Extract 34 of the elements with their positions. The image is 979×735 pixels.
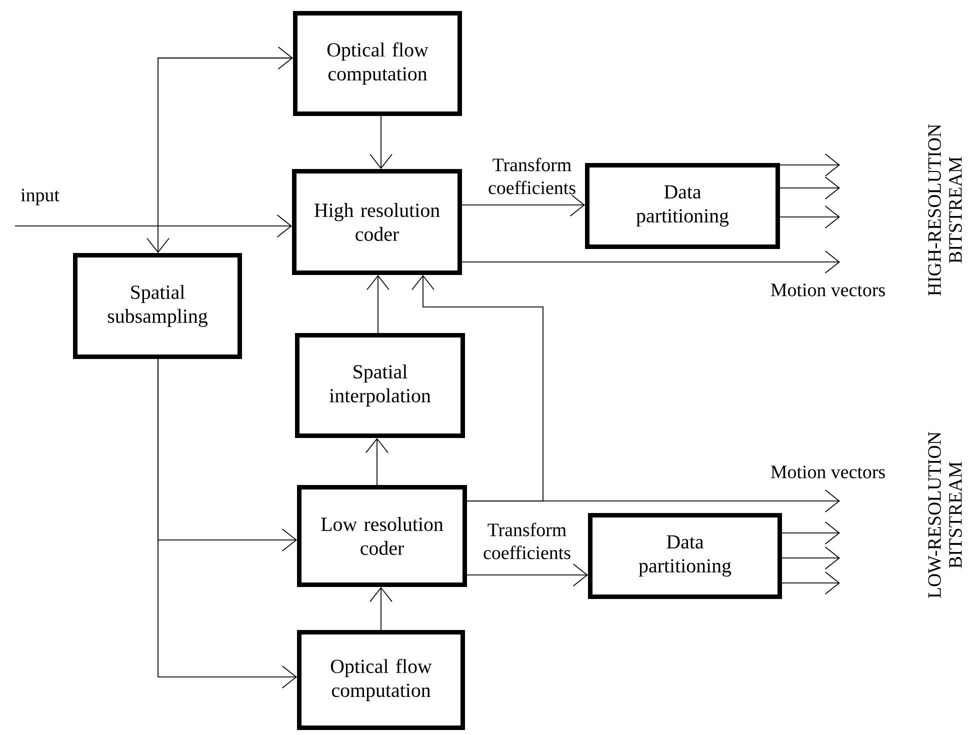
edge-label: input	[20, 188, 60, 206]
arrow	[780, 154, 840, 176]
arrow	[782, 546, 840, 570]
arrow	[782, 572, 840, 594]
process-box: Spatial subsampling	[73, 252, 242, 359]
process-box: Data partitioning	[585, 162, 780, 249]
arrow	[462, 194, 585, 216]
arrow	[158, 358, 297, 688]
arrow	[462, 250, 840, 274]
arrow	[158, 46, 293, 226]
arrow	[780, 176, 840, 200]
edge-label: Motion vectors	[769, 282, 887, 298]
arrow	[370, 116, 392, 169]
arrow	[780, 206, 840, 228]
arrow	[366, 274, 390, 334]
edge-label: Motion vectors	[769, 464, 887, 480]
process-box: High resolution coder	[292, 168, 462, 275]
arrow	[370, 586, 392, 630]
process-box: Low resolution coder	[297, 484, 467, 587]
side-label: HIGH-RESOLUTION BITSTREAM	[928, 124, 962, 296]
arrow	[14, 214, 292, 238]
process-box: Data partitioning	[588, 512, 782, 599]
process-box: Optical flow computation	[297, 630, 465, 730]
edge-label: Transform coefficients	[485, 156, 579, 196]
arrow	[466, 490, 840, 512]
arrow	[366, 438, 388, 486]
side-label: LOW-RESOLUTION BITSTREAM	[928, 432, 962, 598]
edge-label: Transform coefficients	[480, 522, 574, 560]
process-box: Optical flow computation	[293, 11, 462, 116]
arrow	[146, 226, 170, 253]
process-box: Spatial interpolation	[295, 332, 465, 438]
arrow	[466, 564, 588, 586]
arrow	[412, 274, 544, 502]
arrow	[782, 522, 840, 544]
